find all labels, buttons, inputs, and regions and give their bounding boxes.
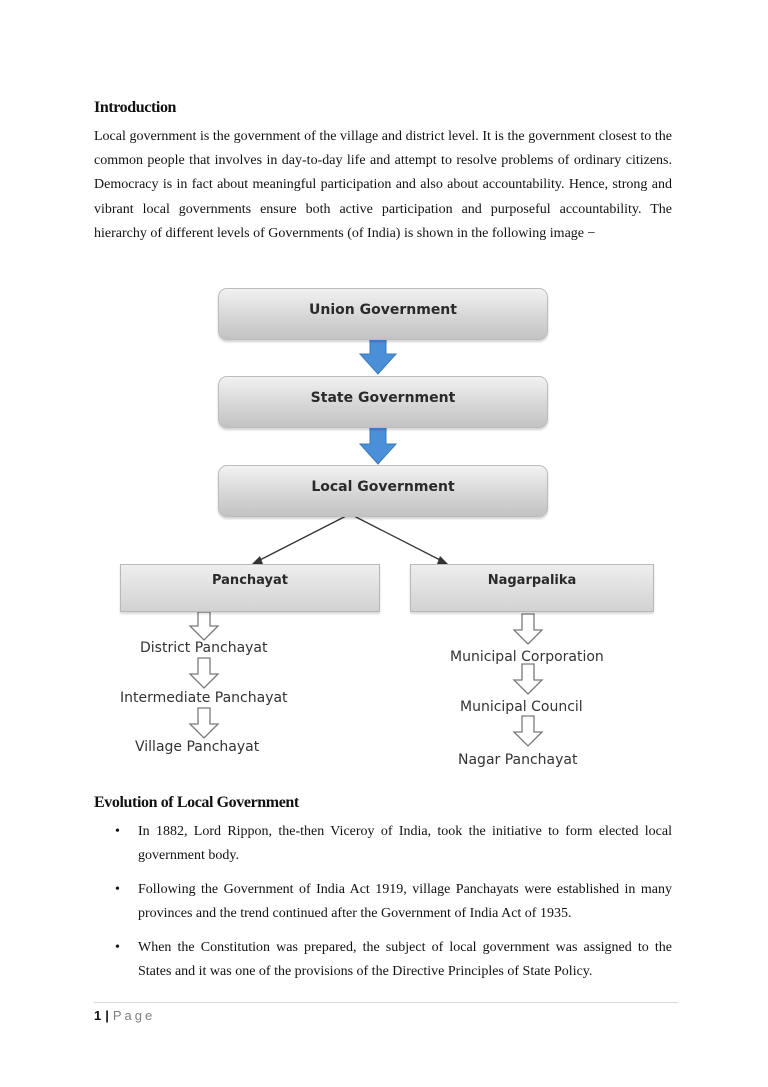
municipal-corporation-label: Municipal Corporation — [450, 649, 604, 665]
union-government-box: Union Government — [218, 288, 548, 340]
blue-down-arrow-1 — [358, 335, 398, 375]
evolution-heading: Evolution of Local Government — [94, 794, 299, 811]
page-word: Page — [112, 1008, 156, 1023]
outline-arrow-right-2 — [512, 663, 544, 695]
bullet-dot-icon: • — [115, 940, 120, 955]
footer-divider — [94, 1002, 678, 1003]
blue-down-arrow-2 — [358, 425, 398, 465]
village-panchayat-label: Village Panchayat — [135, 739, 260, 755]
state-government-box: State Government — [218, 376, 548, 428]
government-hierarchy-diagram: Union Government State Government Local … — [110, 280, 670, 780]
introduction-heading: Introduction — [94, 99, 177, 116]
outline-arrow-right-1 — [512, 613, 544, 645]
connector-right-head — [437, 556, 449, 565]
outline-arrow-left-2 — [188, 657, 220, 689]
outline-arrow-right-3 — [512, 715, 544, 747]
local-government-box: Local Government — [218, 465, 548, 517]
panchayat-box: Panchayat — [120, 564, 380, 612]
outline-arrow-left-3 — [188, 707, 220, 739]
bullet-dot-icon: • — [115, 824, 120, 839]
bullet-dot-icon: • — [115, 882, 120, 897]
municipal-council-label: Municipal Council — [460, 699, 583, 715]
introduction-paragraph: Local government is the government of th… — [94, 129, 672, 241]
district-panchayat-label: District Panchayat — [140, 640, 268, 656]
outline-arrow-left-1 — [188, 611, 220, 641]
intermediate-panchayat-label: Intermediate Panchayat — [120, 690, 288, 706]
diagram-arrows — [188, 335, 544, 747]
nagar-panchayat-label: Nagar Panchayat — [458, 752, 578, 768]
page-footer: 1|Page — [94, 1008, 155, 1023]
connector-left — [255, 513, 351, 563]
list-item: •Following the Government of India Act 1… — [94, 878, 672, 926]
footer-separator: | — [105, 1008, 109, 1023]
page-number: 1 — [94, 1008, 102, 1023]
connector-right — [349, 513, 445, 563]
list-item: •In 1882, Lord Rippon, the-then Viceroy … — [94, 820, 672, 868]
evolution-bullet-list: •In 1882, Lord Rippon, the-then Viceroy … — [94, 820, 672, 994]
list-item: •When the Constitution was prepared, the… — [94, 936, 672, 984]
nagarpalika-box: Nagarpalika — [410, 564, 654, 612]
connector-left-head — [251, 556, 263, 565]
